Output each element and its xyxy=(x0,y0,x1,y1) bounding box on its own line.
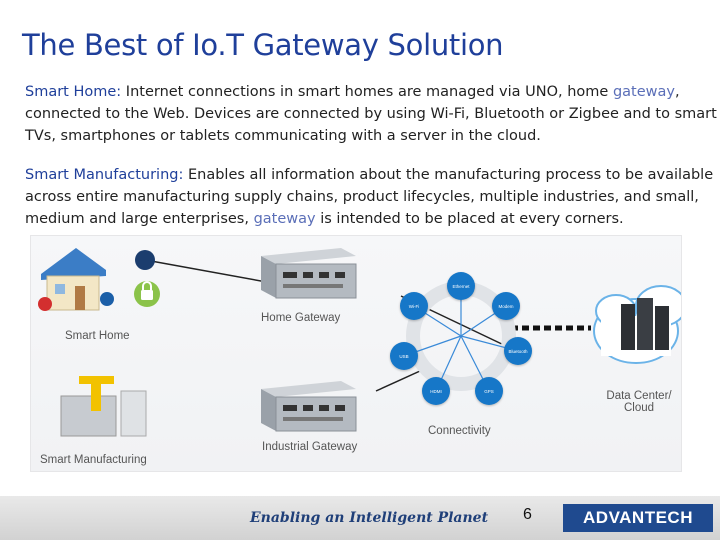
smart-home-paragraph: Smart Home: Internet connections in smar… xyxy=(25,81,720,147)
diagram-graphics xyxy=(38,248,681,437)
smart-manufacturing-lead: Smart Manufacturing: xyxy=(25,167,184,183)
connectivity-label: Connectivity xyxy=(428,425,491,437)
smart-manufacturing-label: Smart Manufacturing xyxy=(40,454,147,466)
smart-home-lead: Smart Home: xyxy=(25,84,122,100)
home-gateway-device-icon xyxy=(261,248,357,299)
smart-manufacturing-text-2: is intended to be placed at every corner… xyxy=(315,211,624,227)
tv-device-icon xyxy=(135,250,155,270)
smart-home-text-2: , connected to the Web. Devices are conn… xyxy=(25,84,717,144)
smart-manufacturing-text-1: Enables all information about the manufa… xyxy=(25,167,714,227)
usb-node: USB xyxy=(390,342,418,370)
footer-slogan: Enabling an Intelligent Planet xyxy=(250,510,489,526)
smart-home-text-1: Internet connections in smart homes are … xyxy=(121,84,613,100)
data-center-label: Data Center/ Cloud xyxy=(605,390,673,414)
smart-manufacturing-keyword: gateway xyxy=(253,211,316,227)
gps-node: GPS xyxy=(475,377,503,405)
page-number: 6 xyxy=(523,506,532,523)
wifi-node: Wi-Fi xyxy=(400,292,428,320)
footer-bar: Enabling an Intelligent Planet 6 ADVANTE… xyxy=(0,496,720,540)
slide-title: The Best of Io.T Gateway Solution xyxy=(22,28,504,62)
data-center-line: Data Center/ xyxy=(606,390,672,402)
advantech-logo: ADVANTECH xyxy=(563,504,713,532)
industrial-gateway-device-icon xyxy=(261,381,357,432)
home-gateway-label: Home Gateway xyxy=(261,312,341,324)
factory-robot-icon xyxy=(60,376,147,437)
smart-home-label: Smart Home xyxy=(65,330,130,342)
modem-node: Modem xyxy=(492,292,520,320)
hdmi-node: HDMI xyxy=(422,377,450,405)
ethernet-node: Ethernet xyxy=(447,272,475,300)
alert-icon xyxy=(38,297,52,311)
industrial-gateway-label: Industrial Gateway xyxy=(262,441,358,453)
smart-manufacturing-paragraph: Smart Manufacturing: Enables all informa… xyxy=(25,164,720,230)
iot-gateway-diagram: Ethernet Modem Wi-Fi Bluetooth USB HDMI … xyxy=(30,235,682,472)
music-icon xyxy=(100,292,114,306)
house-icon xyxy=(41,248,106,311)
cloud-line: Cloud xyxy=(623,402,655,414)
server-rack-icon xyxy=(621,298,669,350)
bluetooth-node: Bluetooth xyxy=(504,337,532,365)
smart-home-keyword: gateway xyxy=(612,84,675,100)
